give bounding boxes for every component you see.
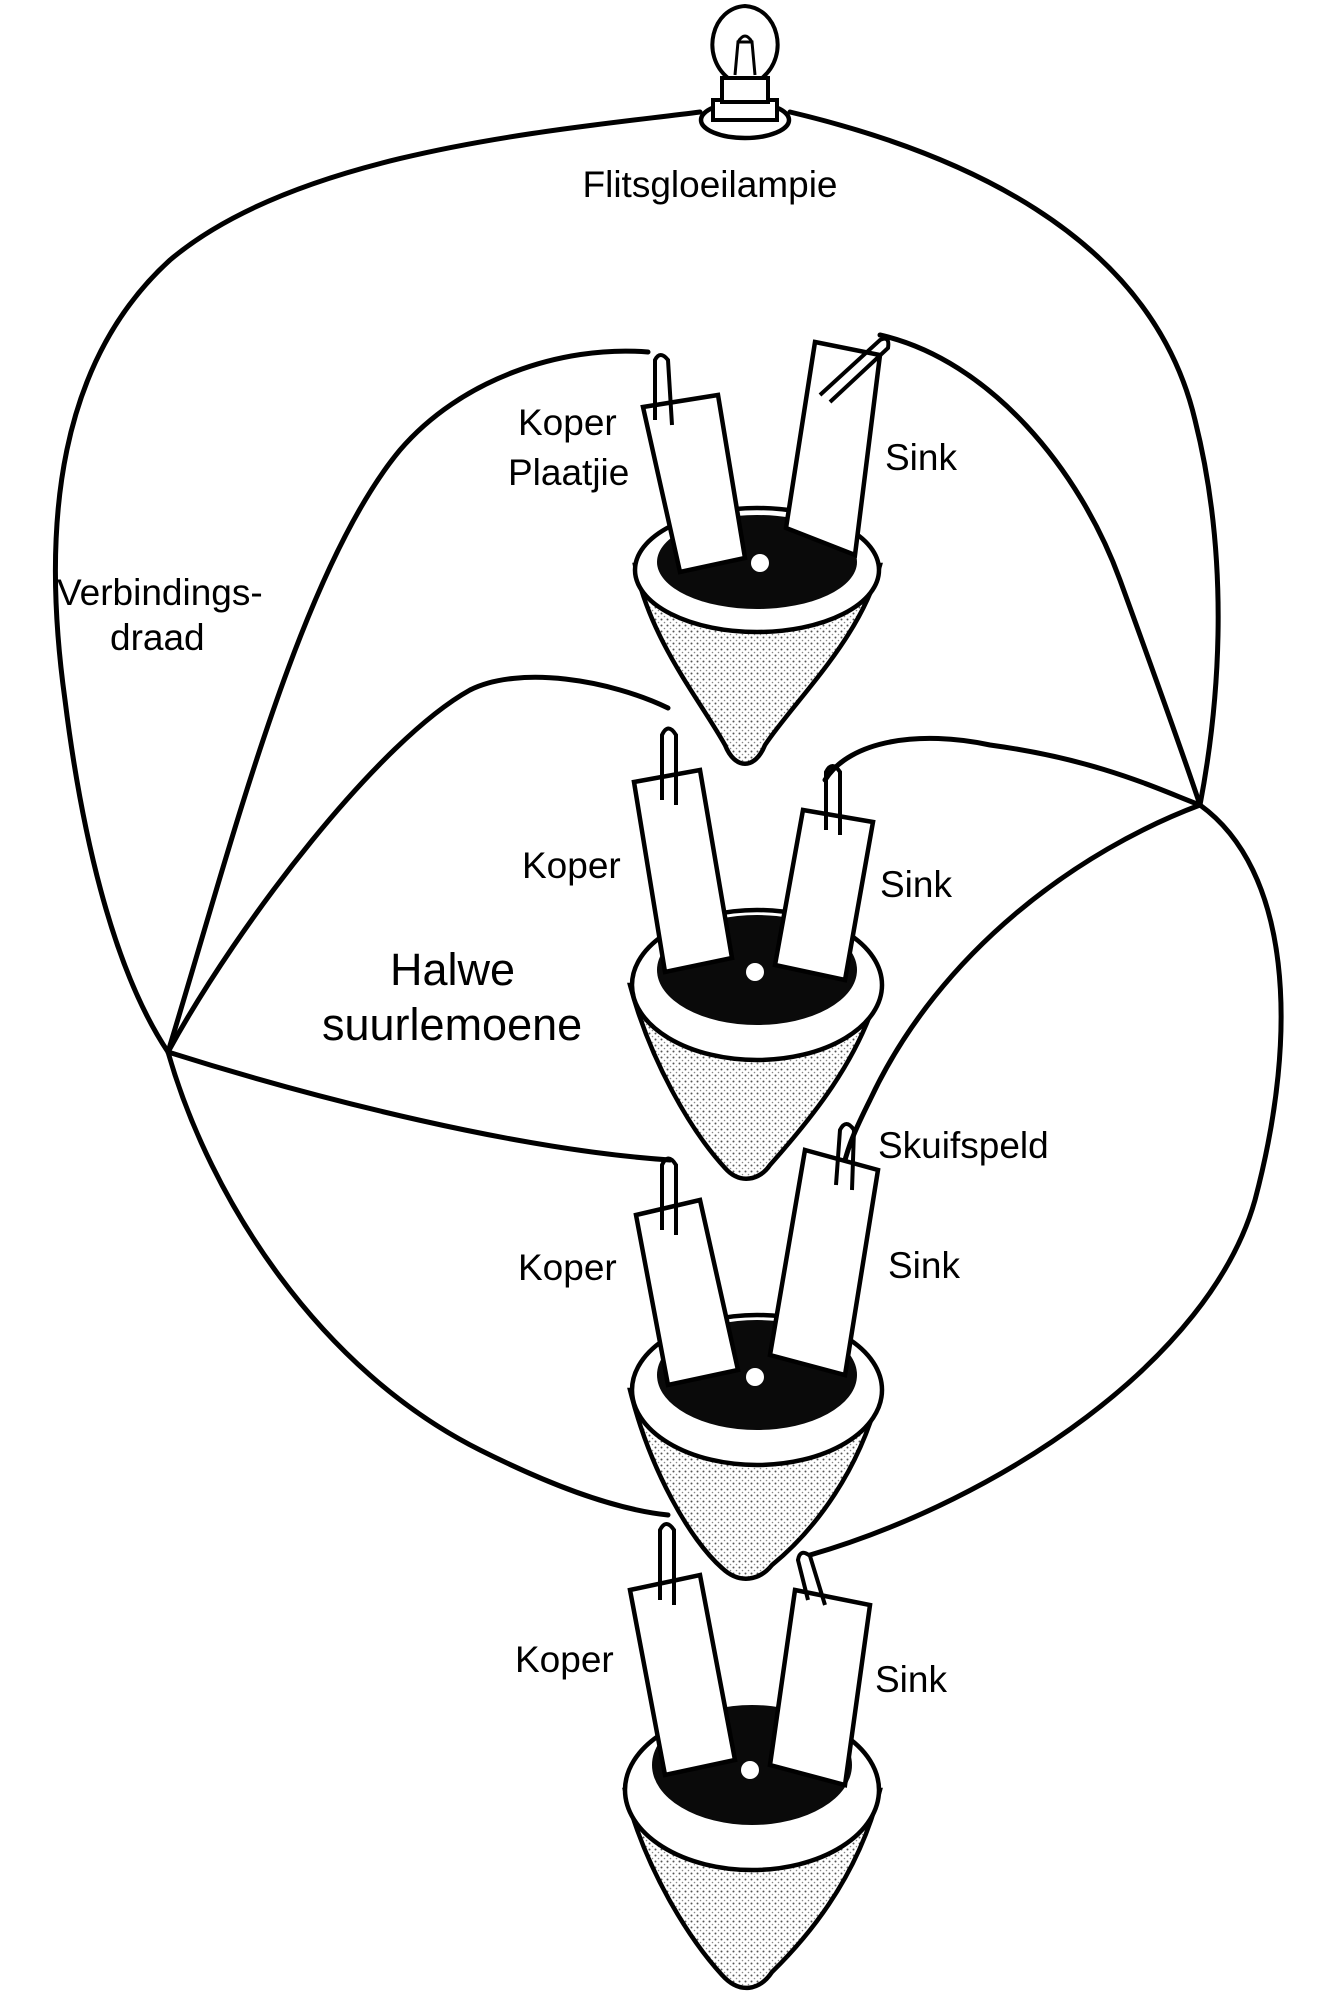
zinc-plate-1 bbox=[783, 339, 883, 559]
bulb-label: Flitsgloeilampie bbox=[583, 164, 838, 205]
lemon-half-3 bbox=[627, 1122, 885, 1581]
flash-bulb bbox=[698, 3, 792, 141]
plate-label: Plaatjie bbox=[508, 452, 629, 493]
lemon-half-2 bbox=[627, 726, 885, 1181]
copper-label-2: Koper bbox=[522, 845, 621, 886]
lemon-half-4 bbox=[622, 1522, 883, 1991]
copper-plate-1 bbox=[640, 392, 748, 575]
lemon-label-line1: Halwe bbox=[390, 944, 515, 995]
copper-plate-2 bbox=[631, 767, 735, 975]
wire-bulb-right-loop bbox=[787, 109, 1221, 808]
wire-top-copper bbox=[165, 348, 651, 1055]
copper-label-4: Koper bbox=[515, 1639, 614, 1680]
paper-clip-1b bbox=[818, 336, 891, 404]
copper-plate-3 bbox=[633, 1197, 741, 1388]
copper-plate-4 bbox=[627, 1572, 738, 1778]
wire-top-zinc bbox=[877, 332, 1203, 808]
paper-clip-2a bbox=[660, 726, 678, 805]
zinc-label-4: Sink bbox=[875, 1659, 947, 1700]
wire-label-line1: Verbindings- bbox=[57, 572, 263, 613]
zinc-label-1: Sink bbox=[885, 437, 957, 478]
wire-third-copper bbox=[165, 1049, 673, 1163]
wire-second-zinc bbox=[822, 735, 1203, 808]
copper-label-3: Koper bbox=[518, 1247, 617, 1288]
zinc-label-3: Sink bbox=[888, 1245, 960, 1286]
zinc-plate-3 bbox=[767, 1147, 881, 1378]
zinc-label-2: Sink bbox=[880, 864, 952, 905]
wire-label-line2: draad bbox=[110, 617, 205, 658]
lemon-label-line2: suurlemoene bbox=[322, 999, 582, 1050]
wire-bulb-left-loop bbox=[52, 109, 703, 1055]
labels: Flitsgloeilampie Verbindings- draad Kope… bbox=[57, 164, 1049, 1700]
paper-clip-2b bbox=[824, 764, 842, 835]
wire-second-copper bbox=[165, 674, 671, 1055]
paper-clip-3a bbox=[660, 1156, 678, 1235]
wire-bottom-zinc bbox=[807, 802, 1284, 1558]
wire-bottom-copper bbox=[165, 1049, 671, 1518]
lemon-half-1 bbox=[632, 336, 891, 766]
copper-label-1: Koper bbox=[518, 402, 617, 443]
zinc-plate-4 bbox=[767, 1587, 873, 1788]
connecting-wires bbox=[52, 109, 1284, 1558]
paper-clip-4a bbox=[658, 1522, 676, 1605]
paper-clip-1a bbox=[653, 353, 674, 426]
paper-clip-4b bbox=[795, 1550, 827, 1606]
paper-clip-3b bbox=[834, 1122, 857, 1191]
wire-third-zinc bbox=[842, 802, 1203, 1163]
clip-label: Skuifspeld bbox=[878, 1125, 1049, 1166]
zinc-plate-2 bbox=[772, 807, 876, 983]
